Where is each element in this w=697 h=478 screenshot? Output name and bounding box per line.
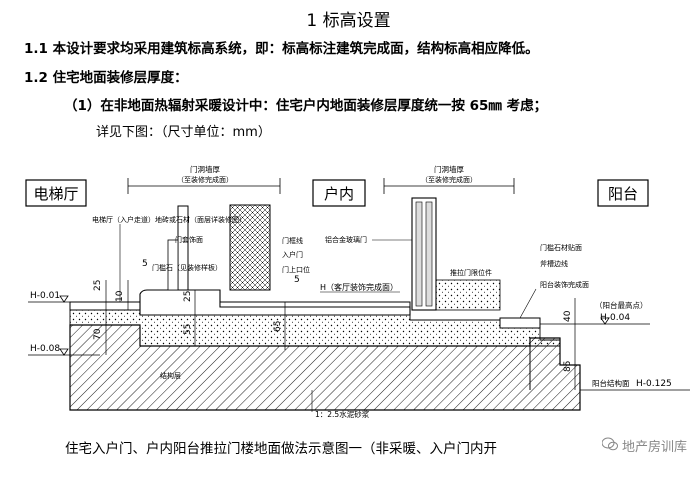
unit-note: 详见下图：（尺寸单位：mm） — [96, 125, 271, 140]
svg-text:25: 25 — [93, 280, 103, 291]
svg-text:1：2.5水泥砂浆: 1：2.5水泥砂浆 — [315, 409, 370, 419]
level-h-004: （阳台最高点） H-0.04 — [540, 300, 650, 325]
svg-text:门洞墙厚: 门洞墙厚 — [190, 164, 220, 174]
svg-text:户内: 户内 — [324, 185, 354, 203]
svg-text:40: 40 — [563, 310, 573, 322]
figure-caption: 住宅入户门、户内阳台推拉门楼地面做法示意图一（非采暖、入户门内开 — [65, 441, 497, 457]
zone-label-balcony: 阳台 — [597, 179, 649, 207]
zone-label-indoor: 户内 — [312, 179, 366, 207]
svg-text:结构层: 结构层 — [160, 371, 181, 380]
svg-text:H-0.01: H-0.01 — [30, 291, 60, 301]
svg-text:H-0.08: H-0.08 — [30, 344, 60, 354]
door-wall-dimension-left: 门洞墙厚 （至装修完成面） — [127, 164, 281, 194]
svg-text:85: 85 — [563, 361, 573, 372]
svg-text:入户门: 入户门 — [282, 250, 303, 259]
svg-text:推拉门限位件: 推拉门限位件 — [450, 268, 492, 277]
wechat-icon — [601, 437, 618, 455]
watermark-text: 地产房训库 — [621, 440, 687, 455]
level-h-008: H-0.08 — [28, 344, 100, 356]
svg-text:H-0.04: H-0.04 — [600, 313, 630, 323]
svg-text:阳台: 阳台 — [608, 185, 638, 203]
door-pier-left — [229, 204, 271, 291]
door-wall-dimension-right: 门洞墙厚 （至装修完成面） — [383, 164, 515, 194]
svg-text:铝合金玻璃门: 铝合金玻璃门 — [325, 235, 367, 244]
indoor-floor-finish — [219, 301, 411, 308]
clause-1-2: 1.2 住宅地面装修层厚度： — [24, 70, 188, 86]
svg-text:70: 70 — [93, 328, 103, 340]
level-h-0125: 阳台结构面 H-0.125 — [580, 378, 690, 391]
clause-1-2-1: （1）在非地面热辐射采暖设计中：住宅户内地面装修层厚度统一按 65㎜ 考虑； — [64, 98, 548, 114]
svg-text:（至装修完成面）: （至装修完成面） — [421, 175, 477, 184]
svg-text:65: 65 — [273, 321, 283, 332]
svg-text:门框线: 门框线 — [282, 236, 303, 245]
annotation-labels: 电梯厅（入户走道）地砖或石材（面层详装修图） 门套饰面 门槛石（见装修样板） 门… — [92, 215, 589, 419]
watermark: 地产房训库 — [601, 436, 687, 455]
svg-text:5: 5 — [142, 259, 148, 269]
svg-text:门上口位: 门上口位 — [282, 265, 310, 274]
svg-text:H（客厅装饰完成面）: H（客厅装饰完成面） — [320, 282, 398, 292]
svg-text:电梯厅（入户走道）地砖或石材（面层详装修图）: 电梯厅（入户走道）地砖或石材（面层详装修图） — [92, 215, 246, 224]
svg-text:（至装修完成面）: （至装修完成面） — [177, 175, 233, 184]
zone-label-hall: 电梯厅 — [25, 179, 87, 207]
svg-text:25: 25 — [183, 291, 193, 302]
svg-text:门套饰面: 门套饰面 — [175, 235, 203, 244]
svg-text:H-0.125: H-0.125 — [636, 379, 672, 389]
floor-section-drawing: 电梯厅 户内 阳台 门洞墙厚 （至装修完成面） 门洞墙厚 （至装修完成面） — [25, 164, 690, 419]
svg-text:门洞墙厚: 门洞墙厚 — [434, 164, 464, 174]
hall-floor-tile — [69, 301, 141, 311]
svg-text:55: 55 — [183, 324, 193, 335]
balcony-floor-finish — [499, 317, 541, 329]
clause-1-1: 1.1 本设计要求均采用建筑标高系统，即：标高标注建筑完成面，结构标高相应降低。 — [24, 41, 539, 57]
sliding-door — [411, 197, 501, 311]
section-title: 1 标高设置 — [306, 11, 391, 31]
svg-text:门槛石（见装修样板）: 门槛石（见装修样板） — [152, 263, 222, 272]
svg-text:门槛石材贴面: 门槛石材贴面 — [540, 243, 582, 252]
svg-text:斧槽边线: 斧槽边线 — [540, 259, 568, 268]
svg-text:5: 5 — [294, 275, 300, 285]
svg-text:阳台装饰完成面: 阳台装饰完成面 — [540, 280, 589, 289]
svg-text:电梯厅: 电梯厅 — [33, 185, 78, 203]
level-h-001: H-0.01 — [28, 291, 100, 303]
svg-text:（阳台最高点）: （阳台最高点） — [595, 300, 648, 310]
threshold-stone — [139, 289, 411, 316]
dimension-strings — [105, 280, 576, 390]
svg-text:阳台结构面: 阳台结构面 — [592, 378, 630, 388]
